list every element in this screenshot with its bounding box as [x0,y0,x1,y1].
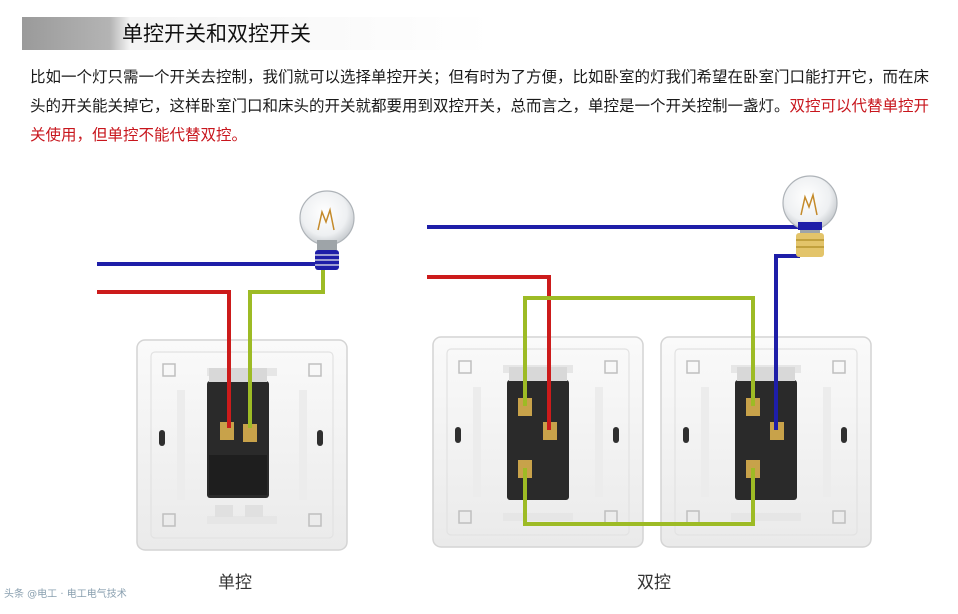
caption-single: 单控 [218,573,252,593]
live-wire [427,275,551,430]
single-control-diagram [97,190,355,551]
light-bulb-icon [782,175,838,257]
description-highlight: 双控可以代替单控开关使用，但单控不能代替双控。 [30,97,930,144]
traveler-wire-top [523,296,755,406]
switch-module-right [735,380,797,500]
terminal-icon [770,422,784,440]
terminal-icon [746,398,760,416]
description-text: 比如一个灯只需一个开关去控制，我们就可以选择单控开关；但有时为了方便，比如卧室的… [30,68,930,115]
switch-module-left [507,380,569,500]
caption-double: 双控 [637,573,671,593]
page-title: 单控开关和双控开关 [122,22,311,46]
terminal-icon [243,424,257,442]
light-bulb-icon [299,190,355,270]
double-control-diagram [427,175,872,548]
terminal-icon [543,422,557,440]
traveler-wire-bottom [523,468,755,526]
terminal-icon [518,398,532,416]
lamp-wire [774,254,800,430]
title-bar [22,17,492,50]
live-wire [97,290,231,428]
switched-wire [248,270,325,428]
description-paragraph: 比如一个灯只需一个开关去控制，我们就可以选择单控开关；但有时为了方便，比如卧室的… [30,63,935,150]
watermark: 头条 @电工 · 电工电气技术 [4,589,127,600]
